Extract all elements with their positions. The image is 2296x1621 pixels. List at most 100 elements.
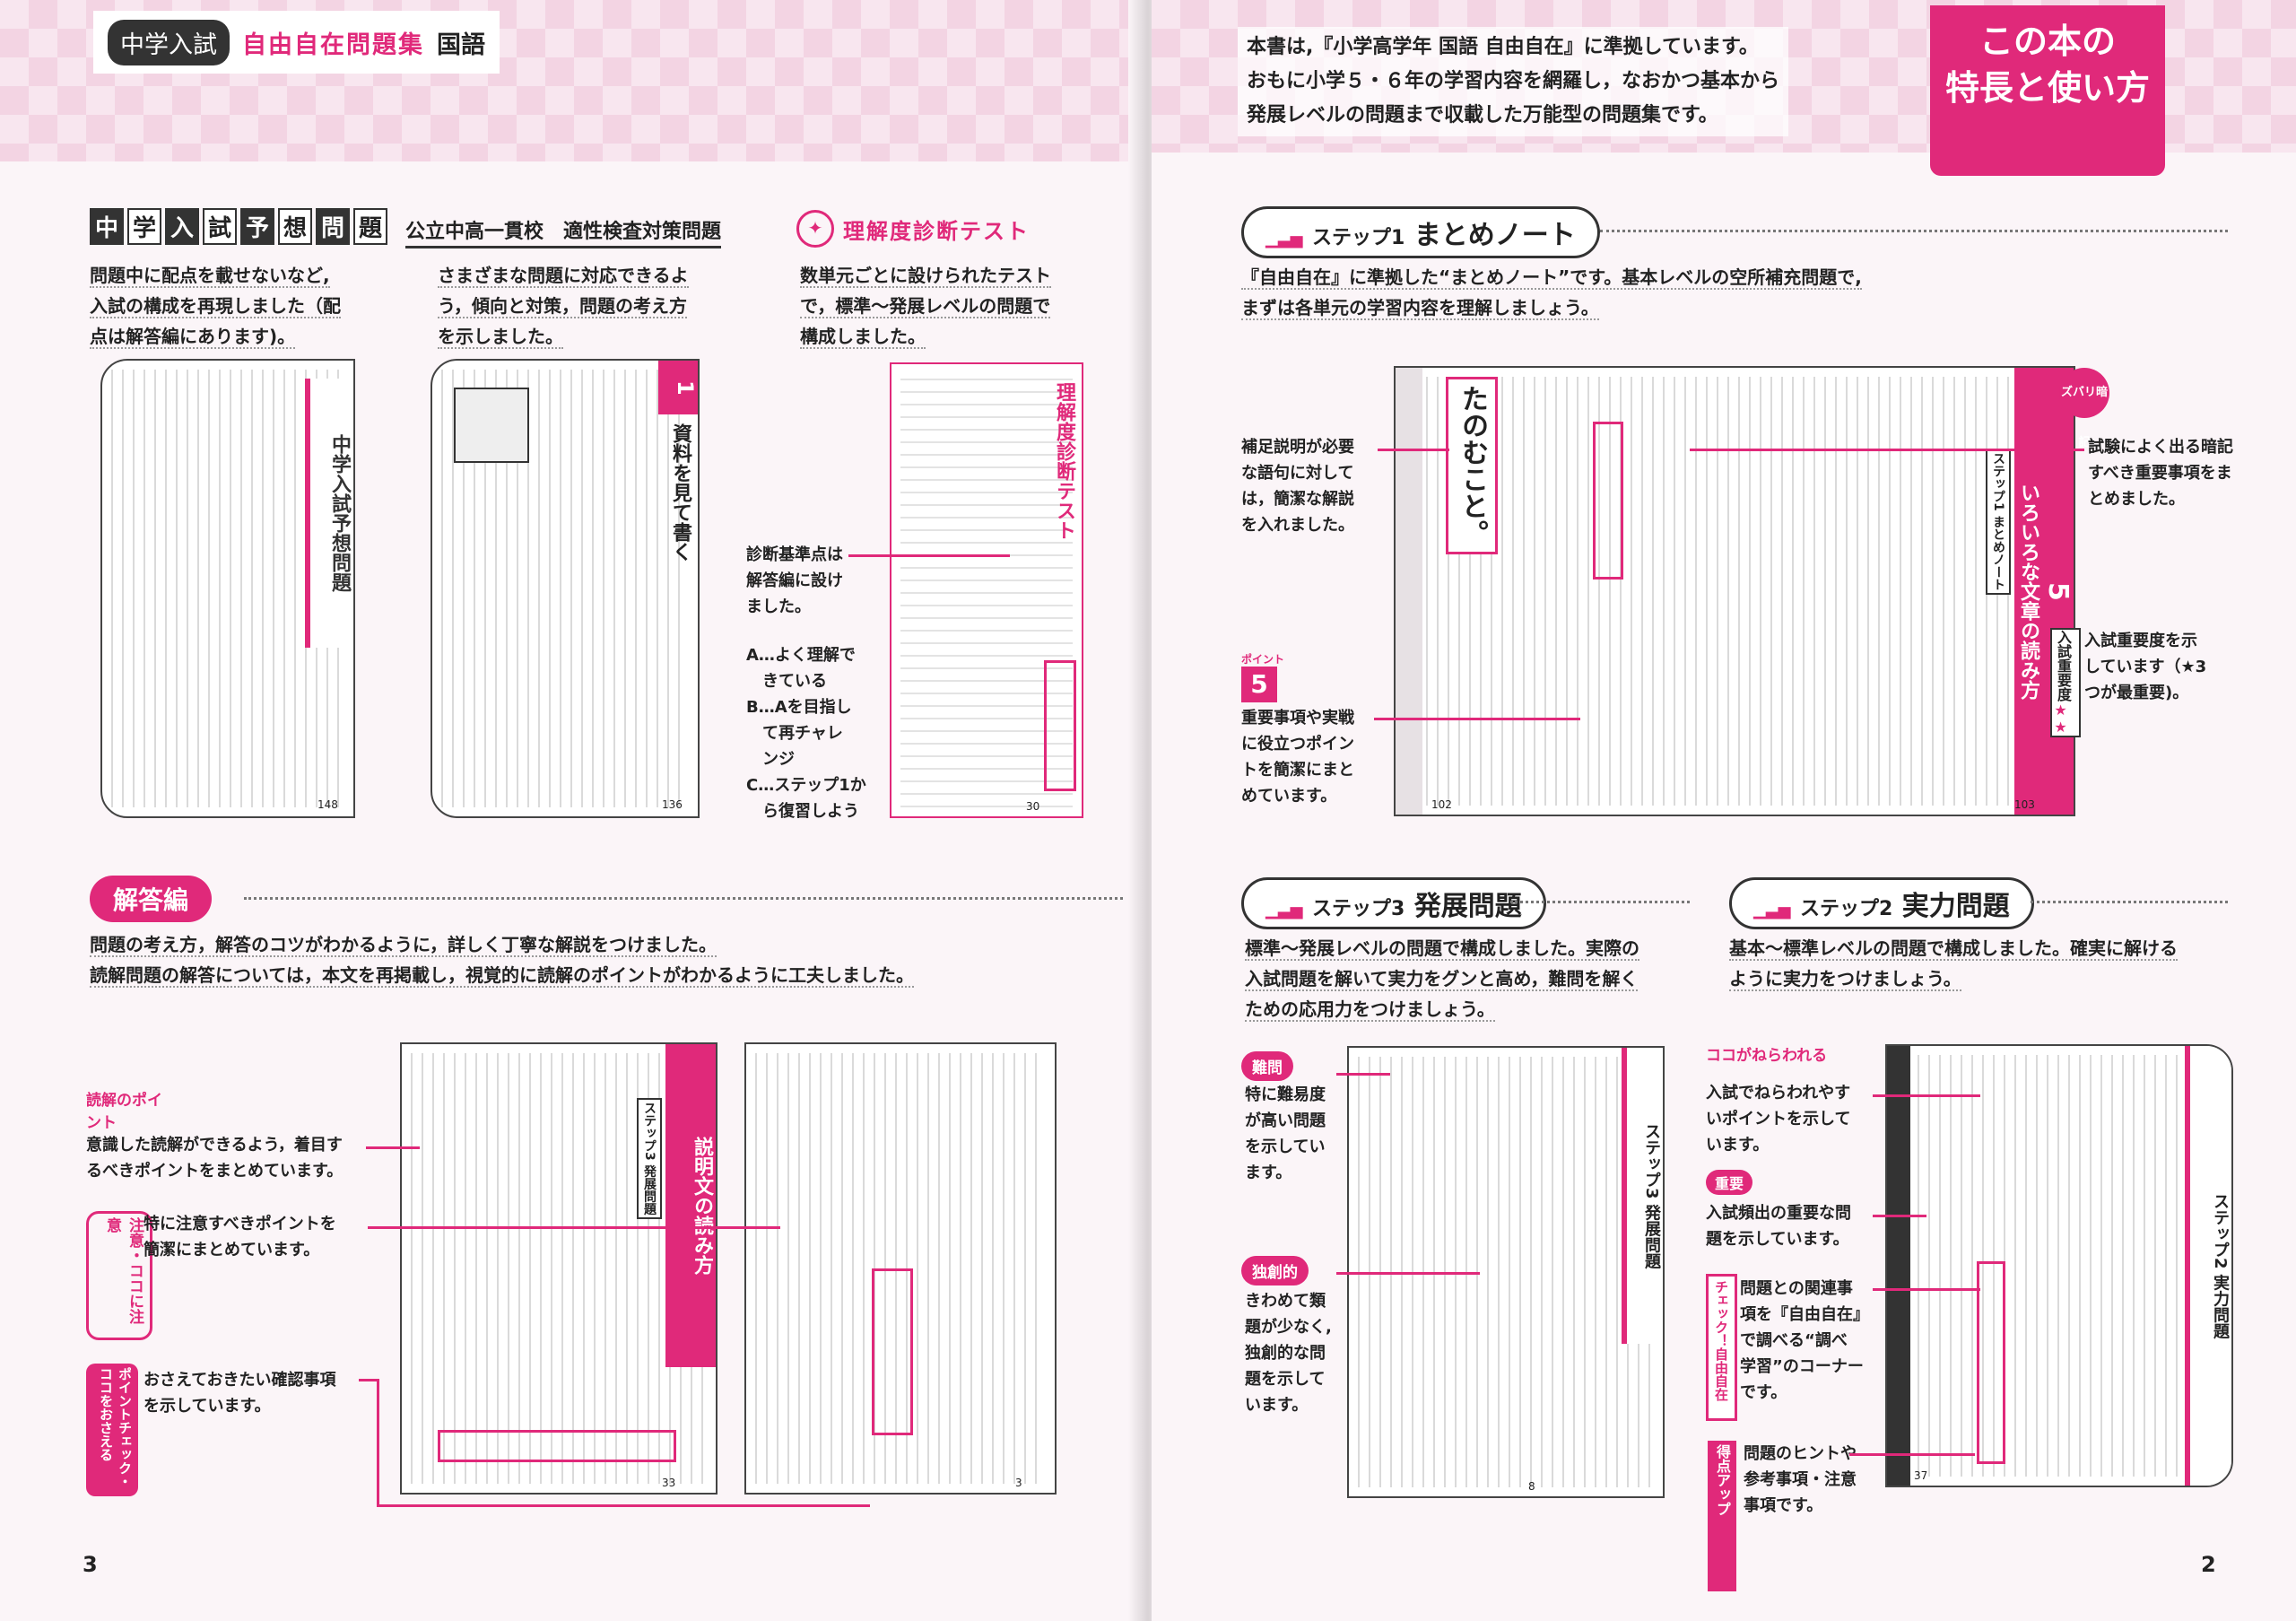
title-char: 試	[203, 208, 237, 245]
leader-line	[848, 554, 1010, 557]
rikaido-bar: 理解度診断テスト	[1053, 382, 1075, 540]
jitsuryoku-bar: ステップ2 実力問題	[2185, 1046, 2231, 1486]
step-icon: ▁▃▅	[1753, 901, 1791, 919]
step2-heading: ▁▃▅ ステップ2 実力問題	[1729, 877, 2034, 929]
step2-pill: ▁▃▅ ステップ2 実力問題	[1729, 877, 2034, 929]
matome-bar: 5 いろいろな文章の読み方	[2014, 368, 2074, 815]
point-badge: ポイント 5	[1241, 651, 1284, 702]
col1-line: 入試の構成を再現しました（配	[90, 295, 341, 318]
title-char: 入	[165, 208, 199, 245]
intro-text: 本書は,『小学高学年 国語 自由自在』に準拠しています。 おもに小学５・６年の学…	[1238, 27, 1789, 136]
divider	[244, 897, 1123, 900]
desc-line: ます。	[1245, 1163, 1292, 1182]
col1-line: 問題中に配点を載せないなど,	[90, 265, 330, 288]
note-line: 補足説明が必要	[1241, 438, 1354, 457]
pointcheck-desc: おさえておきたい確認事項 を示しています。	[144, 1367, 336, 1419]
note-line: 入試重要度を示	[2084, 632, 2197, 650]
answer-text: 問題の考え方，解答のコツがわかるように，詳しく丁寧な解説をつけました。 読解問題…	[90, 929, 914, 990]
step-line: ように実力をつけましょう。	[1729, 968, 1961, 991]
label-text: ポイントチェック・ココをおさえる	[98, 1367, 133, 1488]
side-strip	[1887, 1046, 1910, 1486]
desc-line: きわめて類	[1245, 1292, 1326, 1311]
highlight-box	[1593, 422, 1623, 580]
abc-legend: A…よく理解で きている B…Aを目指し て再チャレ ンジ C…ステップ1か ら…	[746, 642, 890, 824]
desc-line: を示しています。	[144, 1397, 271, 1416]
matome-sample-page: たのむこと。 5 いろいろな文章の読み方 ステップ1 まとめノート 102 10…	[1394, 366, 2075, 816]
left-page: 中学入試 自由自在問題集 国語 中 学 入 試 予 想 問 題 問題中に配点を載…	[0, 0, 1144, 1621]
score-box	[1044, 660, 1076, 791]
desc-line: 簡潔にまとめています。	[144, 1241, 320, 1259]
zubari-badge: ズバリ暗記	[2059, 368, 2109, 449]
jitsuryoku-sample-page: ステップ2 実力問題 37	[1885, 1044, 2233, 1487]
col2-title: 公立中高一貫校 適性検査対策問題	[405, 215, 722, 248]
note-line: を入れました。	[1241, 516, 1354, 535]
col2-line: う，傾向と対策，問題の考え方	[438, 295, 687, 318]
title-char: 題	[353, 208, 387, 245]
desc-line: 問題との関連事	[1740, 1279, 1853, 1298]
note-line: とめました。	[2088, 490, 2185, 509]
leader-line	[1873, 1215, 1926, 1217]
intro-line: 発展レベルの問題まで収載した万能型の問題集です。	[1247, 104, 1718, 126]
hosoku-note: 補足説明が必要 な語句に対して は，簡潔な解説 を入れました。	[1241, 434, 1354, 538]
mini-page-num: 30	[1026, 800, 1040, 813]
step1-pill: ▁▃▅ ステップ1 まとめノート	[1241, 206, 1600, 258]
desc-line: 特に注意すべきポイントを	[144, 1215, 336, 1233]
mini-page-num: 148	[317, 798, 338, 811]
desc-line: 項を『自由自在』	[1740, 1305, 1869, 1324]
step-icon: ▁▃▅	[1265, 901, 1303, 919]
abc-line: C…ステップ1か	[746, 776, 866, 795]
yoso-title: 中 学 入 試 予 想 問 題	[90, 208, 387, 245]
step-title: 発展問題	[1413, 891, 1522, 922]
label-text: 読解のポイント	[86, 1092, 162, 1132]
point-note: 重要事項や実戦 に役立つポイン トを簡潔にまと めています。	[1241, 705, 1354, 809]
chui-label: 注意・ココに注意	[86, 1211, 152, 1340]
tekisei-sample-page: 1 資料を見て書く 136	[430, 359, 700, 818]
page-number: 2	[2201, 1552, 2216, 1577]
desc-line: 独創的な問	[1245, 1344, 1326, 1363]
divider	[1510, 901, 1690, 903]
title-char: 学	[127, 208, 161, 245]
note-line: つが最重要)。	[2084, 684, 2189, 702]
desc-line: 特に難易度	[1245, 1085, 1326, 1104]
note-line: 解答編に設け	[746, 571, 843, 590]
answer-line: 問題の考え方，解答のコツがわかるように，詳しく丁寧な解説をつけました。	[90, 934, 717, 957]
importance-stars: ★★	[2052, 702, 2069, 736]
desc-line: 題を示して	[1245, 1370, 1326, 1389]
answer-mini-bar: 説明文の読み方	[665, 1044, 716, 1367]
brain-icon: ✦	[796, 210, 834, 248]
check-label: チェック！自由自在	[1706, 1274, 1737, 1421]
abc-line: きている	[746, 672, 827, 691]
chapter-num: 1	[658, 361, 698, 414]
col3-line: 数単元ごとに設けられたテスト	[800, 265, 1051, 288]
desc-line: で調べる“調べ	[1740, 1331, 1848, 1350]
desc-line: 問題のヒントや	[1744, 1444, 1857, 1463]
leader-line	[1378, 449, 1449, 451]
desc-line: 学習”のコーナー	[1740, 1357, 1864, 1376]
mini-page-num: 37	[1914, 1469, 1928, 1482]
step1-heading: ▁▃▅ ステップ1 まとめノート	[1241, 206, 1600, 258]
desc-line: 入試頻出の重要な問	[1706, 1204, 1851, 1223]
abc-line: ら復習しよう	[746, 802, 859, 821]
chapter-num: 5	[2042, 581, 2074, 601]
desc-line: 事項です。	[1744, 1496, 1823, 1515]
dokkai-label: 読解のポイント	[86, 1087, 167, 1132]
col2-text: さまざまな問題に対応できるよ う，傾向と対策，問題の考え方 を示しました。	[438, 260, 725, 352]
leader-line	[368, 1226, 780, 1229]
highlight-box	[1977, 1261, 2005, 1464]
step2-text: 基本～標準レベルの問題で構成しました。確実に解ける ように実力をつけましょう。	[1729, 933, 2178, 994]
label-text: 注意・ココに注意	[103, 1217, 144, 1324]
diagram-figure	[454, 388, 529, 463]
note-line: しています（★3	[2084, 658, 2207, 676]
mini-title: いろいろな文章の読み方	[2017, 483, 2039, 700]
chui-desc: 特に注意すべきポイントを 簡潔にまとめています。	[144, 1211, 336, 1263]
step-title: 実力問題	[1901, 891, 2010, 922]
step-icon: ▁▃▅	[1265, 230, 1303, 248]
mini-page-num: 103	[2014, 798, 2035, 811]
desc-line: を示してい	[1245, 1137, 1326, 1156]
mini-title: 説明文の読み方	[691, 1137, 713, 1275]
check-desc: 問題との関連事 項を『自由自在』 で調べる“調べ 学習”のコーナー です。	[1740, 1276, 1869, 1406]
kokaga-desc: 入試でねらわれやす いポイントを示して います。	[1706, 1080, 1850, 1158]
desc-line: おさえておきたい確認事項	[144, 1371, 336, 1390]
note-line: ました。	[746, 597, 811, 616]
leader-line	[1690, 449, 2084, 451]
